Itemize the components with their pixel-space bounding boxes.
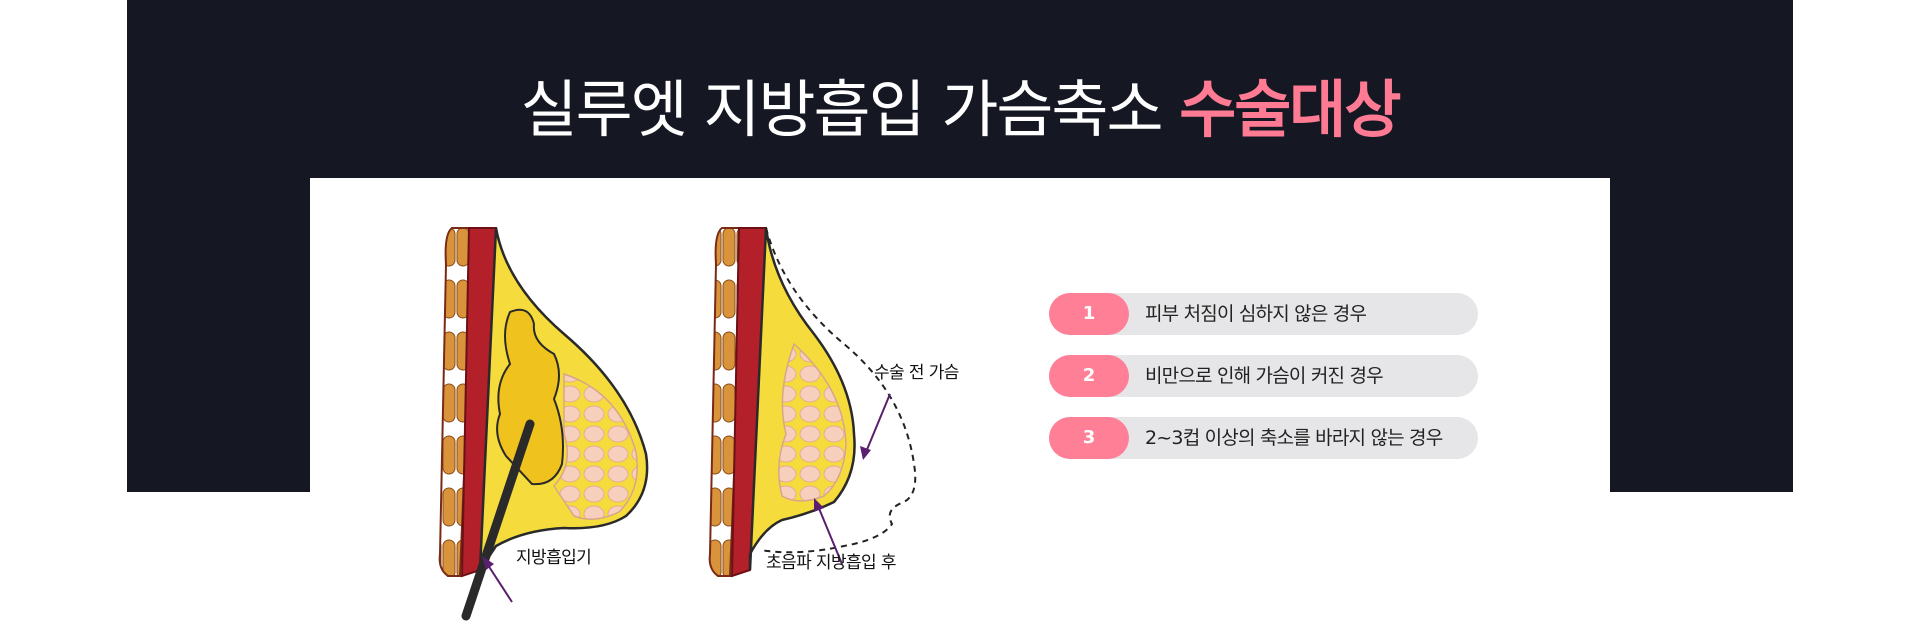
criteria-item-2: 2 비만으로 인해 가슴이 커진 경우 (1049, 355, 1478, 397)
label-after: 초음파 지방흡입 후 (766, 553, 896, 573)
diagram-after (708, 227, 917, 578)
criteria-text: 피부 처짐이 심하지 않은 경우 (1145, 303, 1367, 325)
label-before: 수술 전 가슴 (874, 363, 959, 383)
cannula-arrow (485, 561, 513, 603)
lobules-left (553, 372, 638, 520)
before-outline (759, 227, 917, 554)
criteria-number-badge: 2 (1049, 355, 1129, 397)
content-card: 지방흡입기 수술 전 가슴 초음파 지방흡입 후 1 피부 처짐이 심하지 않은… (310, 178, 1610, 637)
criteria-text: 비만으로 인해 가슴이 커진 경우 (1145, 365, 1384, 387)
criteria-item-1: 1 피부 처짐이 심하지 않은 경우 (1049, 293, 1478, 335)
title-main: 실루엣 지방흡입 가슴축소 (520, 73, 1180, 146)
diagram-during (438, 227, 649, 621)
lobules-right (778, 342, 847, 502)
label-cannula: 지방흡입기 (516, 548, 591, 568)
aspirated-zone (496, 308, 564, 486)
page-title: 실루엣 지방흡입 가슴축소 수술대상 (0, 62, 1920, 158)
criteria-item-3: 3 2~3컵 이상의 축소를 바라지 않는 경우 (1049, 417, 1478, 459)
before-arrowhead (860, 446, 871, 460)
before-arrow (865, 393, 891, 453)
criteria-number-badge: 3 (1049, 417, 1129, 459)
criteria-list: 1 피부 처짐이 심하지 않은 경우 2 비만으로 인해 가슴이 커진 경우 3… (1049, 293, 1478, 479)
chest-wall-left (438, 227, 476, 577)
title-accent: 수술대상 (1179, 73, 1401, 146)
after-arrowhead (814, 498, 824, 512)
criteria-text: 2~3컵 이상의 축소를 바라지 않는 경우 (1145, 427, 1443, 449)
chest-wall-right (708, 227, 746, 577)
cannula-arrowhead (482, 556, 494, 570)
cannula (461, 419, 535, 621)
after-arrow (817, 505, 843, 565)
breast-diagram: 지방흡입기 수술 전 가슴 초음파 지방흡입 후 (438, 227, 959, 621)
criteria-number-badge: 1 (1049, 293, 1129, 335)
